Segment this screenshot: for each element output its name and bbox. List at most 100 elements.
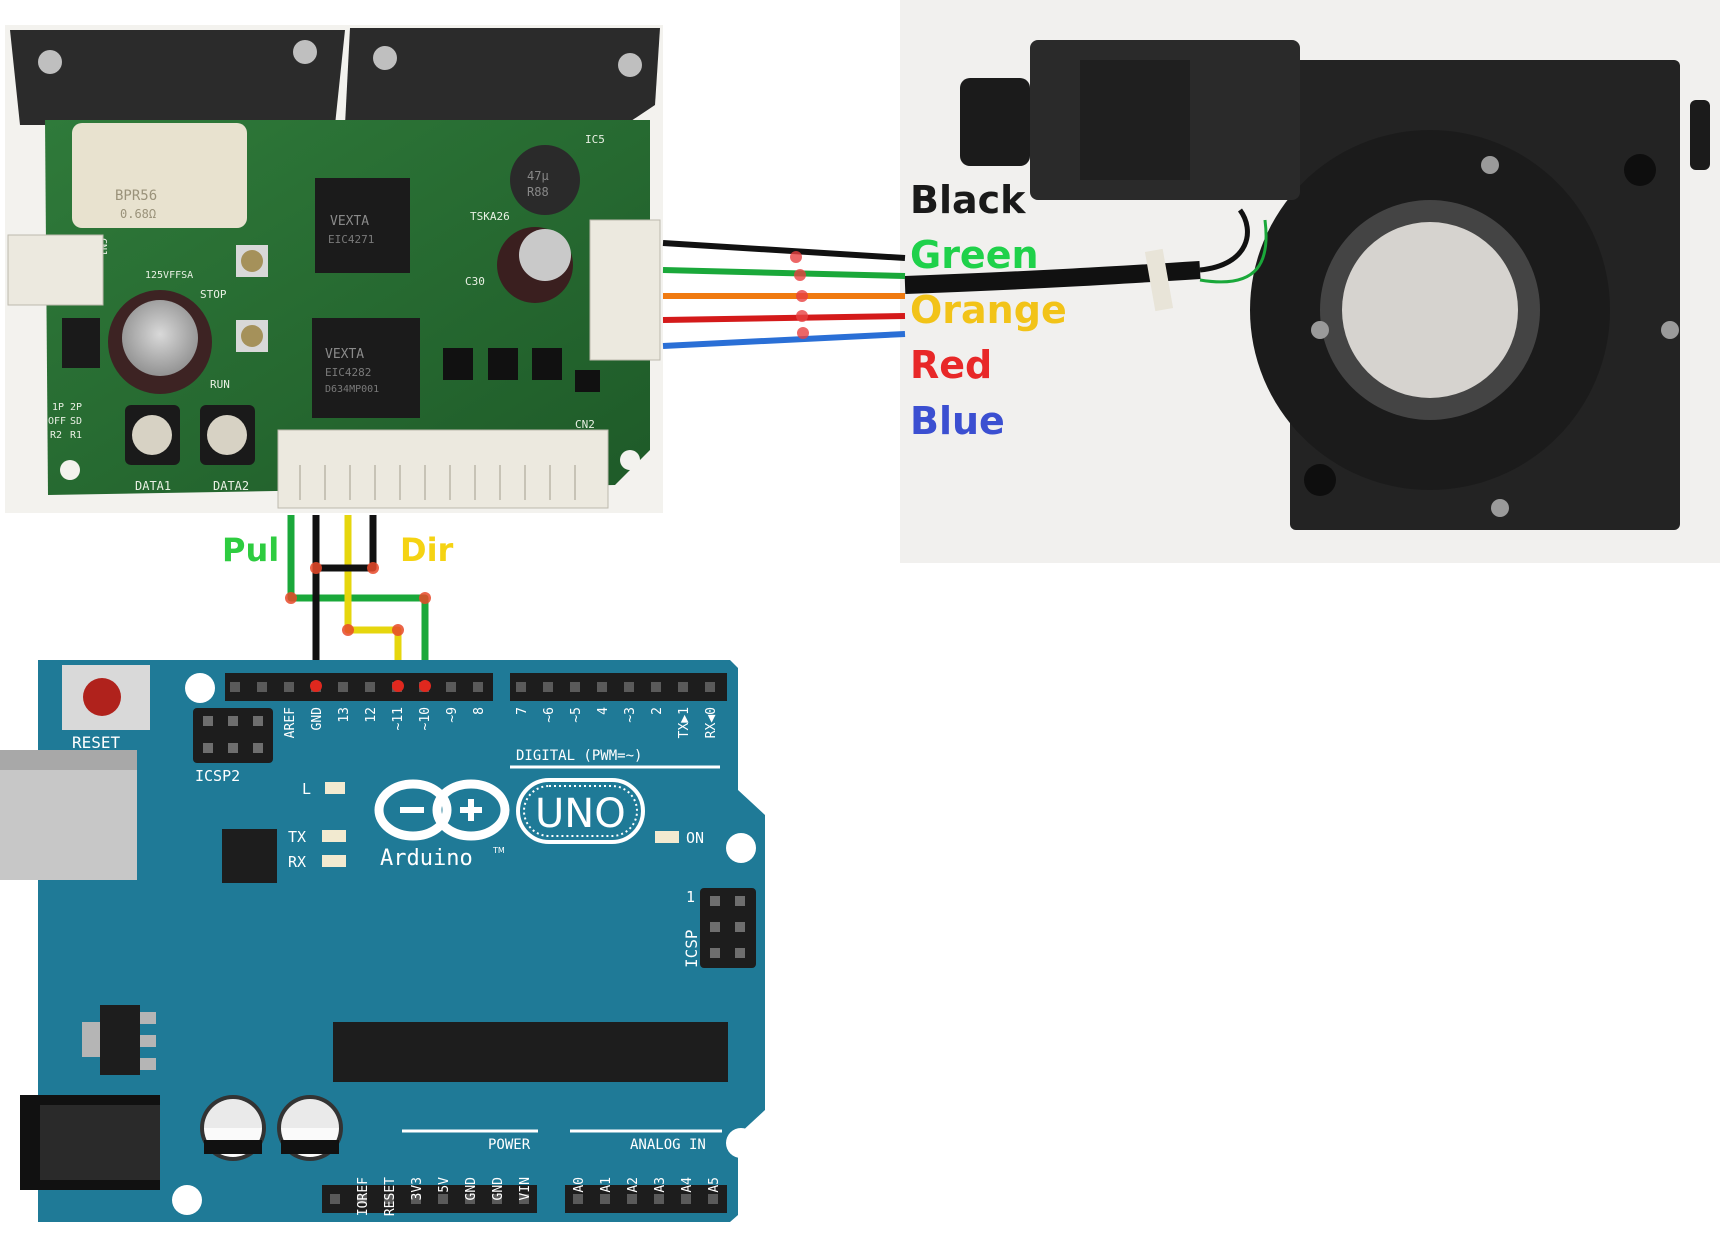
chip-code: EIC4271 [328, 233, 374, 246]
icsp-pin1-label: 1 [686, 888, 695, 906]
icsp-label: ICSP [682, 929, 701, 968]
analog-pin [600, 1194, 610, 1204]
power-pin-label: 5V [437, 1177, 452, 1193]
power-pin [519, 1194, 529, 1204]
wire-blue [662, 331, 906, 349]
power-pin [330, 1194, 340, 1204]
cn2-pins [299, 465, 576, 500]
analog-pin [573, 1194, 583, 1204]
icsp-header [700, 888, 756, 968]
digital-left-pin-label: 12 [364, 707, 379, 723]
wire-splice-markers [790, 251, 809, 339]
mount-hole [620, 450, 640, 470]
chip-brand: VEXTA [330, 214, 369, 229]
digital-left-pin [338, 682, 348, 692]
transistor [443, 348, 473, 380]
led-l-label: L [302, 780, 311, 798]
transistor [532, 348, 562, 380]
stage-hole [1624, 154, 1656, 186]
analog-pin-label: A5 [707, 1177, 722, 1193]
reset-button-cap[interactable] [83, 678, 121, 716]
digital-header-pin [230, 682, 240, 692]
power-pin [411, 1194, 421, 1204]
wire-green [662, 267, 906, 279]
digital-right-pin-label: 2 [650, 707, 665, 715]
usb-chip [222, 829, 277, 883]
mount-hole [60, 460, 80, 480]
regulator-tab [82, 1022, 100, 1057]
arduino-brand: Arduino [380, 846, 473, 871]
digital-right-pin [705, 682, 715, 692]
dip-label: 2P [70, 402, 82, 413]
uno-badge [516, 778, 645, 844]
motor-knob [960, 78, 1030, 166]
heatsink-screw [618, 53, 642, 77]
digital-left-pin [284, 682, 294, 692]
analog-pin-label: A4 [680, 1177, 695, 1193]
led-on-label: ON [686, 829, 704, 847]
wire-red [662, 313, 906, 323]
analog-pin-label: A3 [653, 1177, 668, 1193]
silk-cn2: CN2 [575, 418, 595, 431]
led-tx [322, 830, 346, 842]
digital-right-pin [651, 682, 661, 692]
power-label: POWER [488, 1137, 531, 1153]
icsp-pins [710, 896, 745, 958]
heatsink-screw [293, 40, 317, 64]
power-pin [357, 1194, 367, 1204]
stage-screw [1661, 321, 1679, 339]
pul-wire [287, 515, 429, 685]
dir-label: Dir [400, 531, 454, 569]
digital-right-pin [570, 682, 580, 692]
inductor-text: 47μ [527, 169, 549, 183]
power-pin [438, 1194, 448, 1204]
dip-label: 1P [52, 402, 64, 413]
digital-right-pin-label: ~6 [542, 707, 557, 723]
power-pin-label: IOREF [356, 1177, 371, 1216]
arduino-tm: TM [492, 846, 505, 855]
digital-right-pin-label: RX◀0 [704, 707, 719, 738]
resistor-text: BPR56 [115, 188, 157, 204]
heatsink-screw [373, 46, 397, 70]
uno-badge-inner [523, 785, 638, 837]
stage-screw [1311, 321, 1329, 339]
regulator-pins [140, 1012, 156, 1070]
silk-resistor: 125VFFSA [145, 270, 193, 281]
silk-stop: STOP [200, 288, 227, 301]
wire-label-green: Green [910, 233, 1039, 277]
analog-header [565, 1185, 727, 1213]
motor-connector [589, 219, 661, 361]
pul-label: Pul [222, 531, 279, 569]
transistor [575, 370, 600, 392]
inductor-text: R88 [527, 185, 549, 199]
analog-pin [654, 1194, 664, 1204]
motor-lead-green [1199, 219, 1268, 284]
analog-pin [681, 1194, 691, 1204]
power-pin-label: GND [464, 1177, 479, 1201]
resistor-text: 0.68Ω [120, 207, 156, 221]
digital-right-pin-label: ~3 [623, 707, 638, 723]
dip-label: R2 [50, 430, 62, 441]
dip-switch [62, 318, 100, 368]
power-pin-label: VIN [518, 1177, 533, 1200]
motor-leads [1199, 208, 1250, 273]
digital-left-pin [365, 682, 375, 692]
led-l [325, 782, 345, 794]
dip-label: OFF [48, 416, 66, 427]
power-pin [465, 1194, 475, 1204]
silk-ic5: IC5 [585, 133, 605, 146]
stage-screw [1481, 156, 1499, 174]
digital-left-pin-label: GND [310, 707, 325, 731]
digital-left-pin-label: 13 [337, 707, 352, 723]
power-pin [384, 1194, 394, 1204]
analog-pin [627, 1194, 637, 1204]
uno-model: UNO [535, 791, 626, 837]
dir-wire [344, 515, 402, 685]
digital-left-pin [473, 682, 483, 692]
driver-board: BPR56 0.68Ω VEXTA EIC4271 VEXTA EIC4282 … [5, 25, 663, 513]
capacitor-band [204, 1140, 262, 1154]
chip-code: D634MP001 [325, 384, 379, 395]
